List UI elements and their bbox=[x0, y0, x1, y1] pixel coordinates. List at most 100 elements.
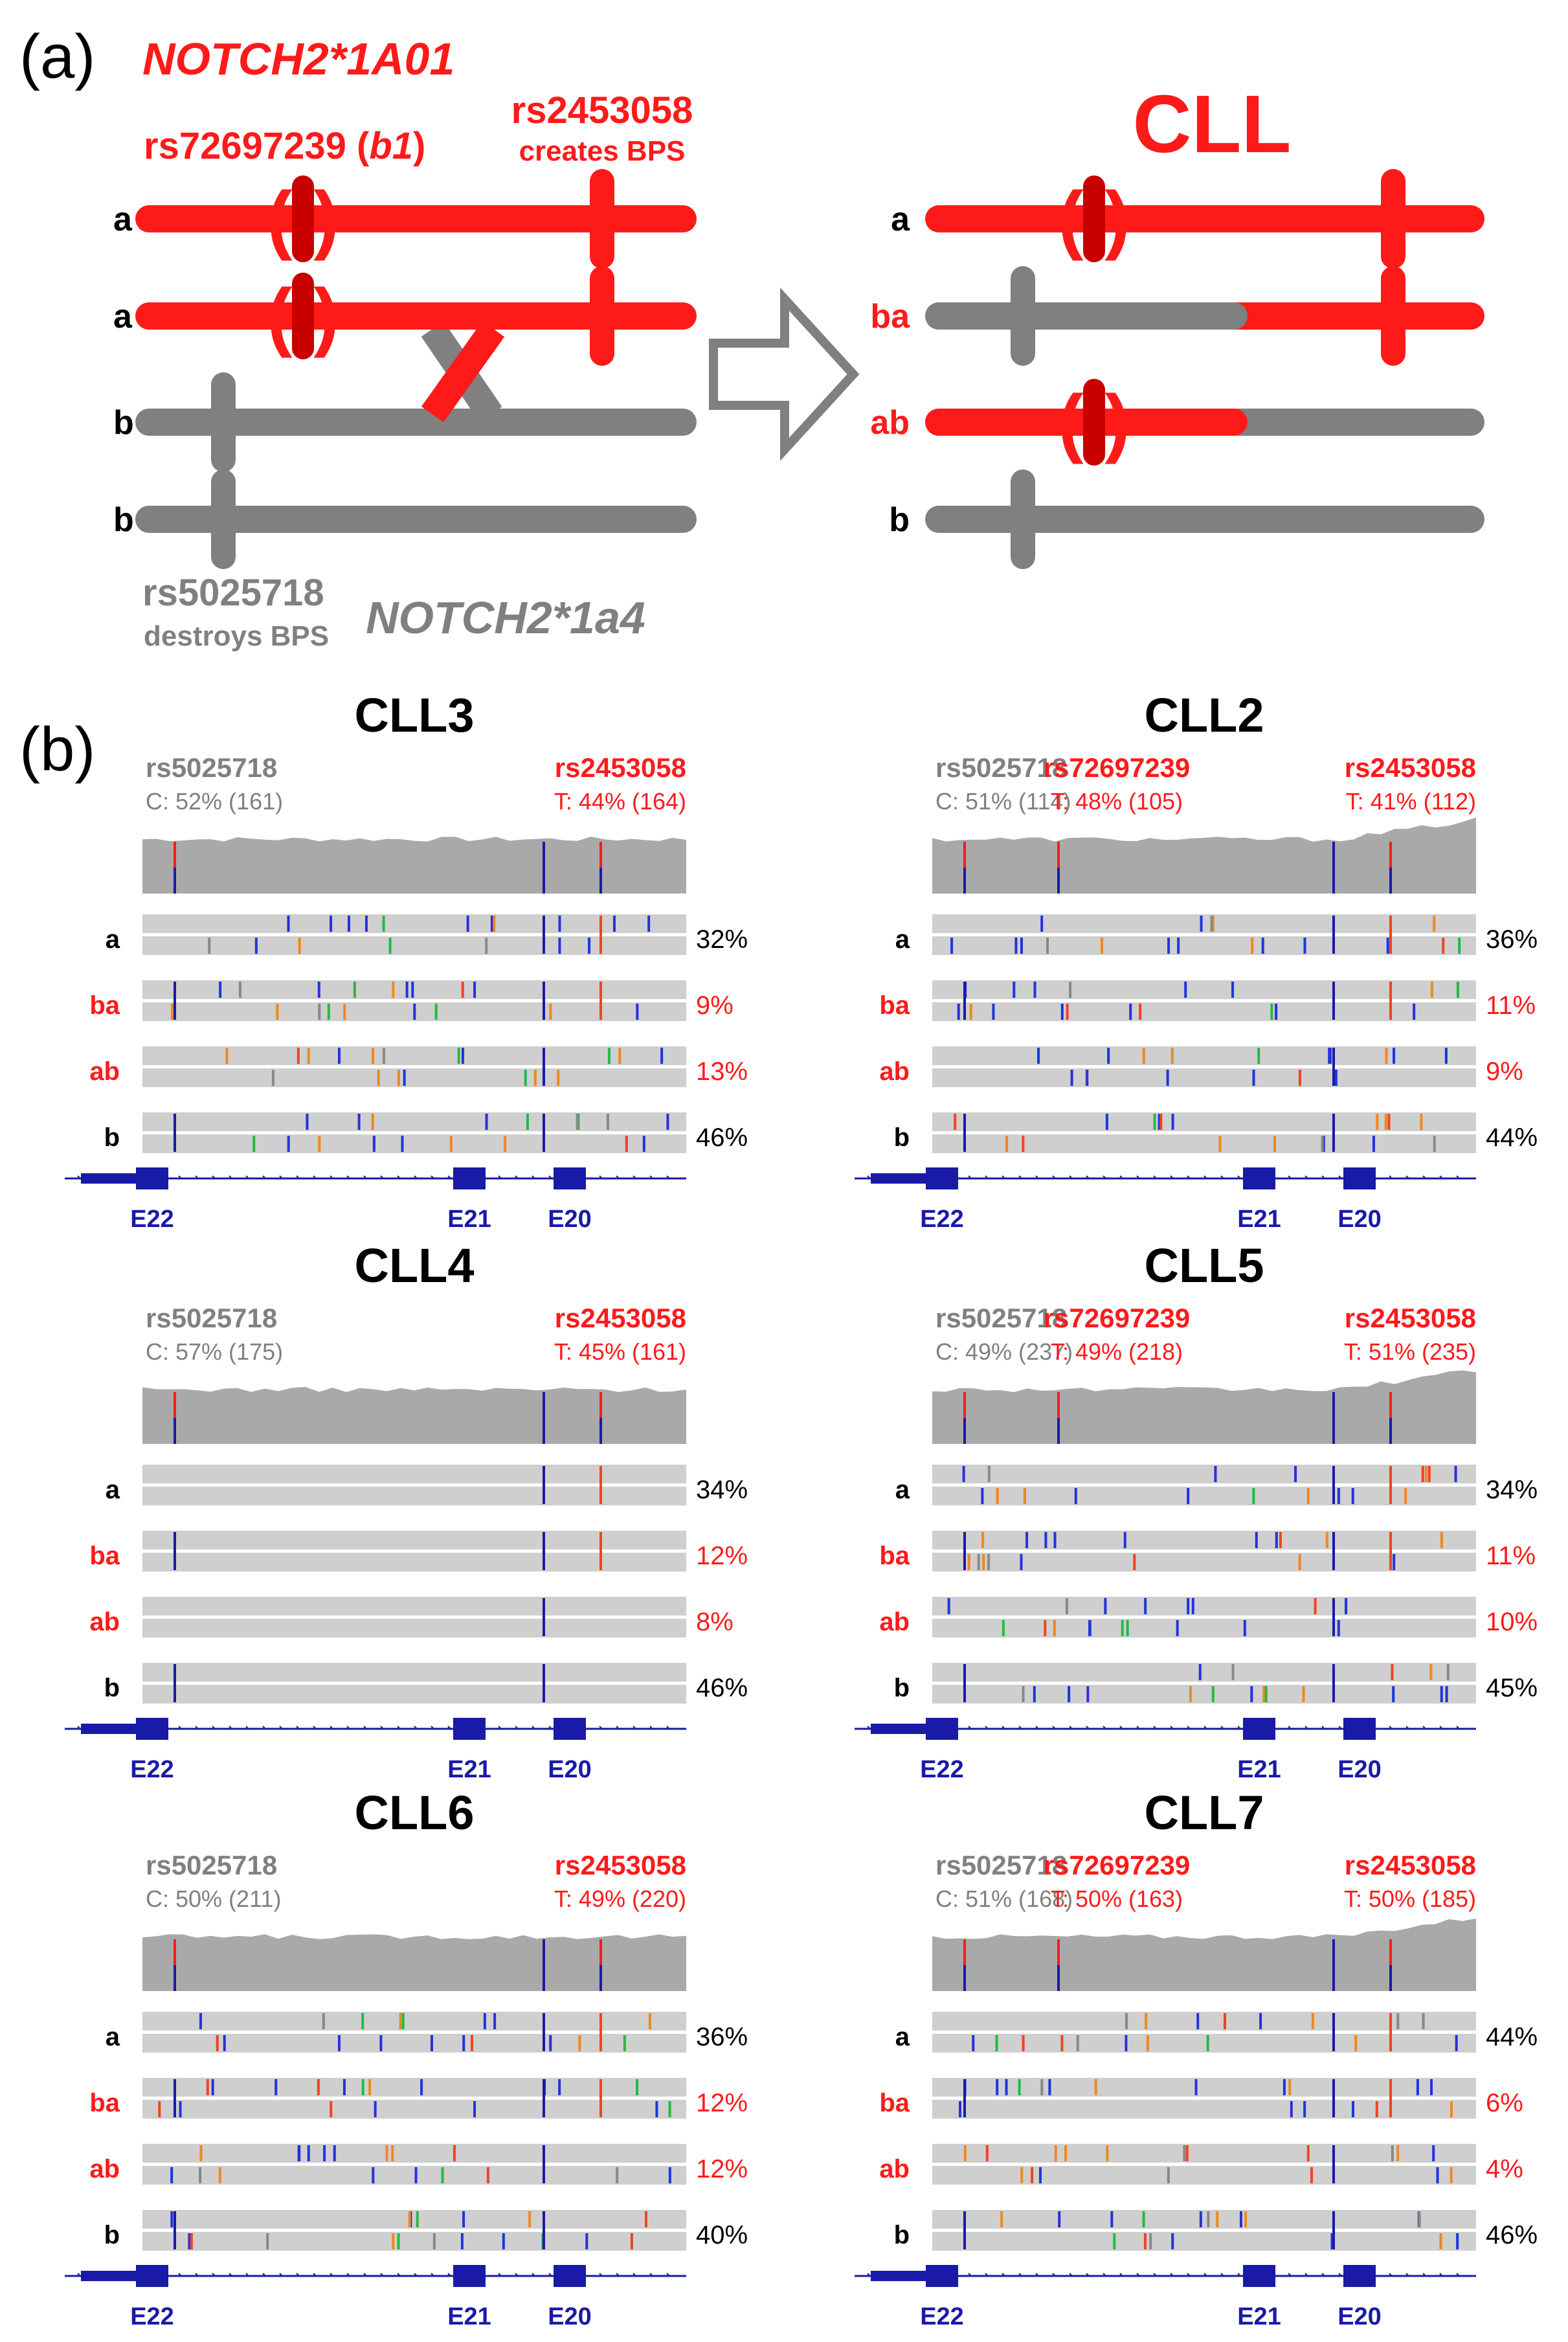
track-percent: 12% bbox=[696, 2155, 748, 2183]
track-percent: 36% bbox=[1486, 925, 1538, 954]
cll-title: CLL bbox=[1133, 78, 1292, 170]
gene-strand-tick bbox=[1389, 1175, 1393, 1179]
read bbox=[932, 980, 1476, 999]
exon-label: E20 bbox=[1338, 1206, 1382, 1233]
left-row-label-3: b bbox=[113, 404, 134, 442]
gene-strand-tick bbox=[1069, 1726, 1073, 1729]
sample-title: CLL7 bbox=[1145, 1786, 1264, 1840]
gene-strand-tick bbox=[296, 1726, 300, 1729]
panel-label-b: (b) bbox=[19, 715, 95, 784]
exon-label: E21 bbox=[1237, 1206, 1281, 1233]
sample-title: CLL2 bbox=[1145, 688, 1264, 742]
gene-strand-tick bbox=[380, 1175, 384, 1179]
gene-strand-tick bbox=[1086, 1726, 1090, 1729]
exon-block bbox=[136, 1718, 168, 1740]
gene-strand-tick bbox=[77, 1726, 81, 1729]
b1-paren-right: ) bbox=[1104, 176, 1130, 262]
gene-strand-tick bbox=[1052, 2273, 1056, 2277]
read bbox=[142, 1134, 686, 1153]
b1-paren-left: ( bbox=[267, 273, 293, 359]
exon-block bbox=[1343, 1718, 1376, 1740]
track-label: b bbox=[894, 1123, 910, 1152]
track-label: ba bbox=[879, 991, 910, 1020]
gene-utr bbox=[871, 1724, 932, 1734]
snp1-value: C: 51% (114) bbox=[935, 788, 1071, 815]
gene-strand-tick bbox=[77, 2273, 81, 2277]
gene-strand-tick bbox=[1220, 1175, 1224, 1179]
exon-block bbox=[926, 1167, 958, 1189]
read bbox=[932, 2100, 1476, 2119]
gene-strand-tick bbox=[1406, 2273, 1409, 2277]
gene-strand-tick bbox=[498, 1726, 502, 1729]
track-percent: 44% bbox=[1486, 2023, 1538, 2051]
gene-strand-tick bbox=[1153, 1726, 1157, 1729]
snp-create-label: rs2453058 bbox=[511, 89, 693, 131]
read bbox=[932, 2232, 1476, 2251]
gene-strand-tick bbox=[262, 1175, 266, 1179]
gene-strand-tick bbox=[330, 1175, 333, 1179]
gene-strand-tick bbox=[397, 1175, 401, 1179]
gene-strand-tick bbox=[1018, 1726, 1022, 1729]
crossover-red bbox=[421, 321, 505, 423]
track-percent: 12% bbox=[696, 2089, 748, 2117]
sample-title: CLL5 bbox=[1145, 1239, 1264, 1292]
allele-b-name: NOTCH2*1a4 bbox=[366, 592, 645, 643]
read bbox=[932, 1134, 1476, 1153]
gene-strand-tick bbox=[1439, 2273, 1443, 2277]
snp2-value: T: 49% (218) bbox=[1051, 1338, 1183, 1365]
read bbox=[142, 2166, 686, 2185]
gene-strand-tick bbox=[245, 1726, 249, 1729]
read bbox=[932, 1068, 1476, 1087]
read bbox=[142, 2210, 686, 2229]
gene-strand-tick bbox=[1406, 1726, 1409, 1729]
track-label: ba bbox=[879, 2089, 910, 2117]
exon-label: E22 bbox=[920, 1756, 964, 1783]
gene-strand-tick bbox=[431, 2273, 434, 2277]
gene-strand-tick bbox=[380, 1726, 384, 1729]
read bbox=[932, 2144, 1476, 2163]
track-label: ba bbox=[89, 991, 120, 1020]
gene-strand-tick bbox=[599, 1726, 603, 1729]
read bbox=[142, 1553, 686, 1571]
gene-strand-tick bbox=[532, 1726, 535, 1729]
gene-strand-tick bbox=[279, 2273, 283, 2277]
gene-strand-tick bbox=[1237, 1175, 1241, 1179]
gene-strand-tick bbox=[380, 2273, 384, 2277]
gene-strand-tick bbox=[1170, 1726, 1174, 1729]
exon-block bbox=[1343, 1167, 1376, 1189]
gene-strand-tick bbox=[1103, 1726, 1106, 1729]
cll-chromosome-ab-join bbox=[1215, 409, 1234, 436]
gene-strand-tick bbox=[195, 1726, 199, 1729]
gene-strand-tick bbox=[1069, 1175, 1073, 1179]
gene-strand-tick bbox=[1069, 2273, 1073, 2277]
right-row-label-2: ba bbox=[870, 298, 910, 335]
snp-create-note: creates BPS bbox=[519, 135, 686, 167]
gene-strand-tick bbox=[1018, 2273, 1022, 2277]
track-percent: 13% bbox=[696, 1057, 748, 1086]
gene-strand-tick bbox=[447, 1175, 451, 1179]
exon-block bbox=[926, 1718, 958, 1740]
read bbox=[932, 914, 1476, 933]
gene-strand-tick bbox=[1170, 1175, 1174, 1179]
gene-strand-tick bbox=[1389, 1726, 1393, 1729]
gene-strand-tick bbox=[77, 1175, 81, 1179]
gene-strand-tick bbox=[985, 2273, 989, 2277]
arrow-icon bbox=[709, 287, 860, 462]
gene-strand-tick bbox=[1136, 1175, 1140, 1179]
exon-label: E21 bbox=[1237, 1756, 1281, 1783]
coverage-track bbox=[932, 1370, 1476, 1444]
gene-utr bbox=[81, 2271, 142, 2281]
read bbox=[932, 1487, 1476, 1505]
gene-strand-tick bbox=[1204, 1726, 1207, 1729]
gene-strand-tick bbox=[1002, 2273, 1005, 2277]
gene-strand-tick bbox=[1002, 1726, 1005, 1729]
track-label: a bbox=[106, 1476, 120, 1504]
exon-block bbox=[554, 2265, 586, 2287]
